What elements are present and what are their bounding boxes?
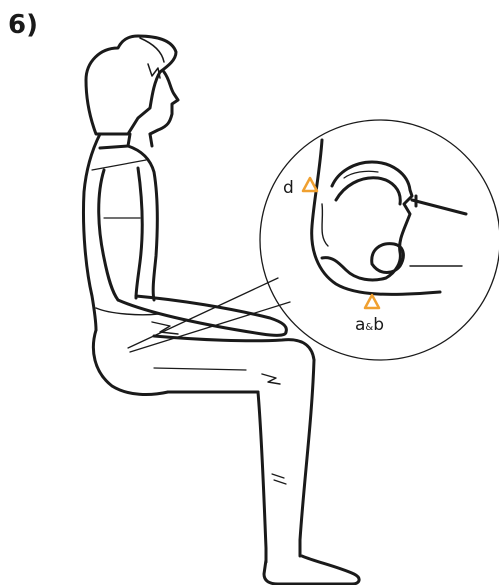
- arm: [99, 168, 287, 335]
- shoulder-line: [100, 146, 128, 148]
- marker-ab-label: a&b: [355, 315, 384, 335]
- thigh-top: [154, 336, 314, 360]
- hair-part-line: [140, 38, 164, 62]
- warning-triangle-icon: [365, 295, 379, 308]
- buttock-outline: [93, 330, 168, 394]
- neck: [128, 134, 152, 146]
- marker-d: d: [283, 178, 317, 198]
- head: [86, 36, 178, 146]
- detail-strap: [412, 196, 466, 214]
- detail-view: [312, 140, 466, 294]
- leg: [154, 336, 314, 562]
- warning-triangle-icon: [303, 178, 317, 191]
- marker-ab-label-a: a: [355, 315, 365, 335]
- knee-fold: [154, 368, 246, 370]
- back-outline: [83, 134, 100, 330]
- crotch-fold: [152, 322, 178, 334]
- upper-arm: [99, 170, 118, 300]
- detail-fold-line: [322, 204, 328, 246]
- marker-ab-label-amp: &: [365, 322, 373, 333]
- calf-mark-2: [274, 480, 286, 484]
- marker-ab-label-b: b: [373, 315, 384, 335]
- foot: [264, 556, 359, 584]
- shin-back: [258, 392, 266, 562]
- hips: [93, 308, 178, 394]
- face-profile: [150, 72, 178, 134]
- hair-outline: [86, 36, 176, 134]
- marker-d-label: d: [283, 178, 294, 198]
- calf-mark: [272, 474, 284, 478]
- shin-front: [300, 360, 314, 556]
- shoe: [264, 556, 359, 584]
- detail-clip-inner: [336, 178, 400, 204]
- knee-crease: [262, 374, 280, 384]
- upper-arm-inner: [136, 168, 142, 298]
- marker-ab: a&b: [355, 295, 384, 335]
